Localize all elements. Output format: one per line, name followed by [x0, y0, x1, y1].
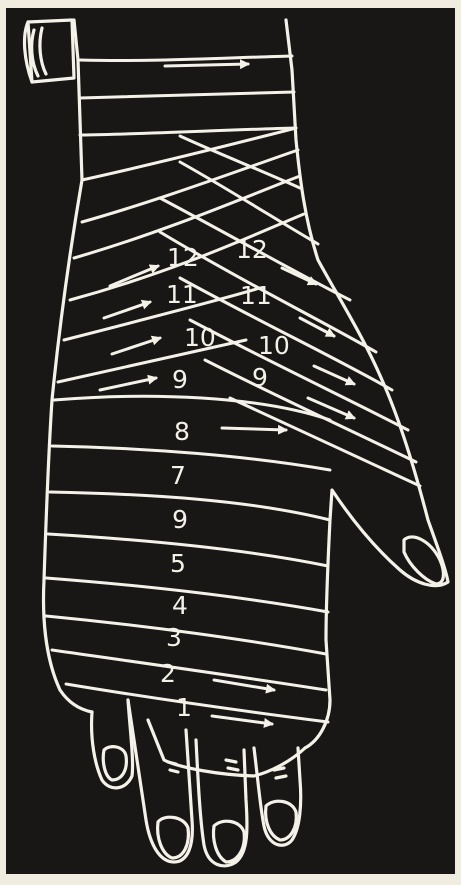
turn-number-center: 1 [176, 693, 192, 722]
turn-number-center: 4 [172, 591, 188, 620]
turn-number-right: 10 [258, 331, 290, 360]
turn-number-center: 8 [174, 417, 190, 446]
turn-number-center: 7 [170, 461, 186, 490]
turn-number-left: 12 [167, 243, 199, 272]
turn-number-center: 2 [160, 659, 176, 688]
turn-number-left: 11 [166, 280, 198, 309]
turn-number-right: 12 [236, 235, 268, 264]
arrow-icon [165, 64, 248, 66]
turn-number-right: 11 [240, 281, 272, 310]
turn-number-left: 10 [184, 323, 216, 352]
turn-number-center: 6 [172, 504, 188, 533]
arrow-icon [222, 428, 286, 430]
turn-number-left: 9 [172, 365, 188, 394]
turn-number-center: 3 [166, 623, 182, 652]
turn-number-center: 5 [170, 549, 186, 578]
turn-number-right: 9 [252, 363, 268, 392]
dark-background [6, 8, 455, 874]
